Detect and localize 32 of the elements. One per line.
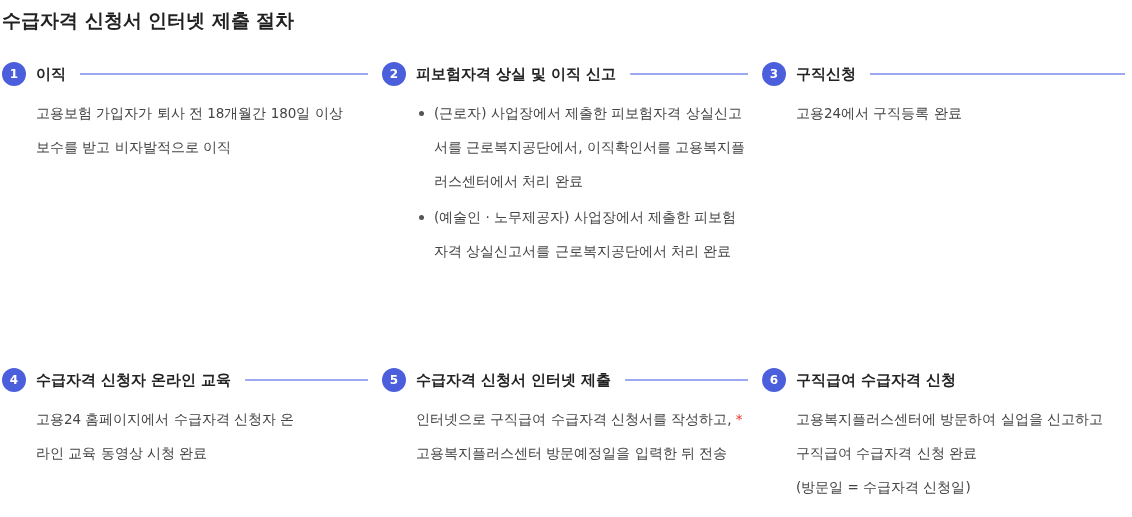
step-number-badge: 1 bbox=[2, 62, 26, 86]
connector-line bbox=[629, 73, 749, 75]
step-heading: 피보험자격 상실 및 이직 신고 bbox=[416, 64, 617, 84]
step-number-badge: 2 bbox=[382, 62, 406, 86]
connector-line bbox=[624, 379, 749, 381]
connector-line bbox=[79, 73, 369, 75]
step-header bbox=[2, 62, 66, 86]
step-header bbox=[2, 368, 232, 392]
step-description: 고용보험 가입자가 퇴사 전 18개월간 180일 이상 보수를 받고 비자발적으로 이직 bbox=[36, 104, 344, 157]
diagram-title: 수급자격 신청서 인터넷 제출 절차 bbox=[2, 8, 295, 33]
step-header bbox=[382, 62, 617, 86]
step-header bbox=[762, 368, 957, 392]
connector-line bbox=[244, 379, 369, 381]
step-heading: 수급자격 신청서 인터넷 제출 bbox=[416, 370, 612, 390]
step-heading: 수급자격 신청자 온라인 교육 bbox=[36, 370, 232, 390]
step-description: 고용복지플러스센터에 방문하여 실업을 신고하고 구직급여 수급자격 신청 완료 bbox=[796, 410, 1104, 463]
step-heading: 구직신청 bbox=[796, 64, 856, 84]
step-description: (방문일 = 수급자격 신청일) bbox=[796, 478, 972, 497]
step-number-badge: 6 bbox=[762, 368, 786, 392]
step-heading: 이직 bbox=[36, 64, 66, 84]
step-description: 인터넷으로 구직급여 수급자격 신청서를 작성하고, * 고용복지플러스센터 방문예정일을 입력한 뒤 전송 bbox=[416, 410, 744, 463]
step-number-badge: 3 bbox=[762, 62, 786, 86]
step-number-badge: 4 bbox=[2, 368, 26, 392]
step-description: 고용24 홈페이지에서 수급자격 신청자 온라인 교육 동영상 시청 완료 bbox=[36, 410, 296, 463]
connector-line bbox=[869, 73, 1126, 75]
step-header bbox=[382, 368, 612, 392]
bullet-item: (근로자) 사업장에서 제출한 피보험자격 상실신고서를 근로복지공단에서, 이직확인서를 고용복지플러스센터에서 처리 완료 bbox=[416, 96, 746, 198]
step-number-badge: 5 bbox=[382, 368, 406, 392]
step-description: 고용24에서 구직등록 완료 bbox=[796, 104, 963, 123]
step-heading: 구직급여 수급자격 신청 bbox=[796, 370, 957, 390]
step-header bbox=[762, 62, 856, 86]
bullet-item: (예술인 · 노무제공자) 사업장에서 제출한 피보험자격 상실신고서를 근로복지공단에서 처리 완료 bbox=[416, 200, 746, 268]
